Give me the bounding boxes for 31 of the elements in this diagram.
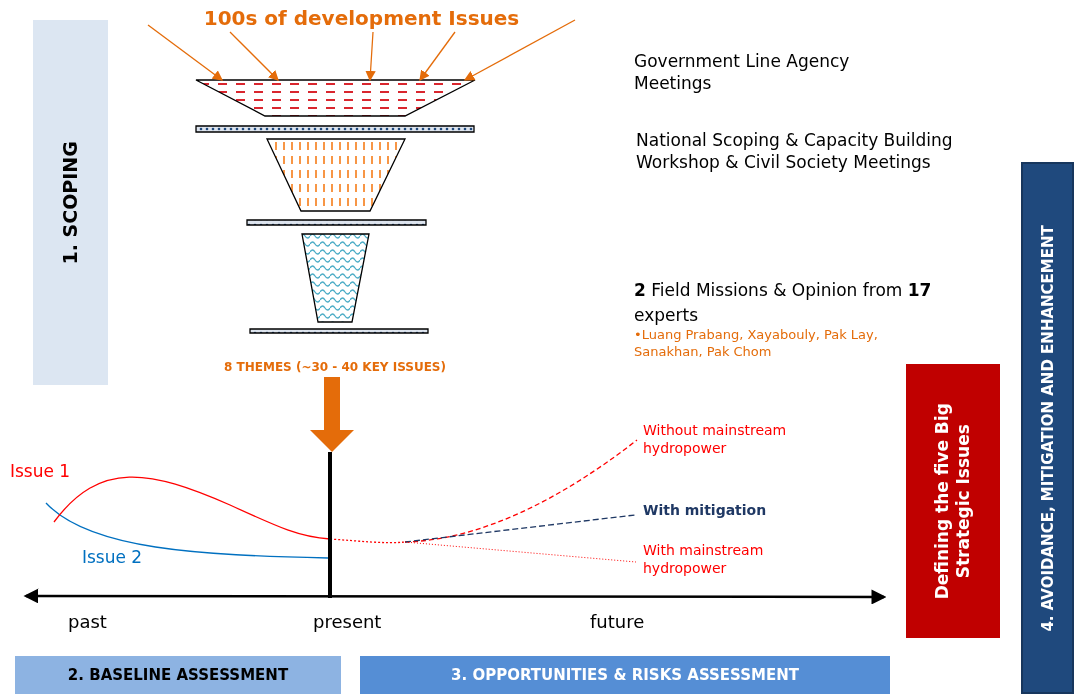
heading-text: 100s of development Issues <box>145 4 578 32</box>
filter-bar <box>246 219 427 226</box>
filter-bar <box>195 125 475 133</box>
scenario-label: With mitigation <box>643 501 768 520</box>
phase-band: 2. BASELINE ASSESSMENT <box>15 656 341 694</box>
phase-band: 3. OPPORTUNITIES & RISKS ASSESSMENT <box>360 656 890 694</box>
series-label: Issue 1 <box>10 460 72 483</box>
arrow <box>229 31 279 81</box>
funnel-stage <box>301 233 370 323</box>
axis-label: present <box>313 610 383 634</box>
arrow <box>463 19 576 81</box>
funnel-stage <box>195 79 476 117</box>
scenario-label: Without mainstream hydropower <box>643 421 788 458</box>
arrow <box>365 31 376 82</box>
section-band: 1. SCOPING <box>33 20 108 385</box>
note-text: 2 Field Missions & Opinion from 17 experts <box>634 279 933 327</box>
funnel-stage <box>265 138 407 212</box>
issue-band: Defining the five Big Strategic Issues <box>906 364 1000 638</box>
location-list: •Luang Prabang, Xayabouly, Pak Lay, Sanakhan, Pak Chom <box>634 327 934 361</box>
note-text: Government Line Agency Meetings <box>634 50 851 95</box>
filter-bar <box>249 328 429 334</box>
result-text: 8 THEMES (~30 - 40 KEY ISSUES) <box>190 357 480 377</box>
axis-label: past <box>68 610 108 634</box>
scenario-label: With mainstream hydropower <box>643 541 765 578</box>
note-text: National Scoping & Capacity Building Workshop & Civil Society Meetings <box>636 129 954 174</box>
phase-band: 4. AVOIDANCE, MITIGATION AND ENHANCEMENT <box>1021 162 1074 694</box>
arrow <box>147 24 224 81</box>
arrow <box>310 377 354 452</box>
series-label: Issue 2 <box>82 546 144 569</box>
arrow <box>419 31 456 82</box>
axis-label: future <box>590 610 646 634</box>
